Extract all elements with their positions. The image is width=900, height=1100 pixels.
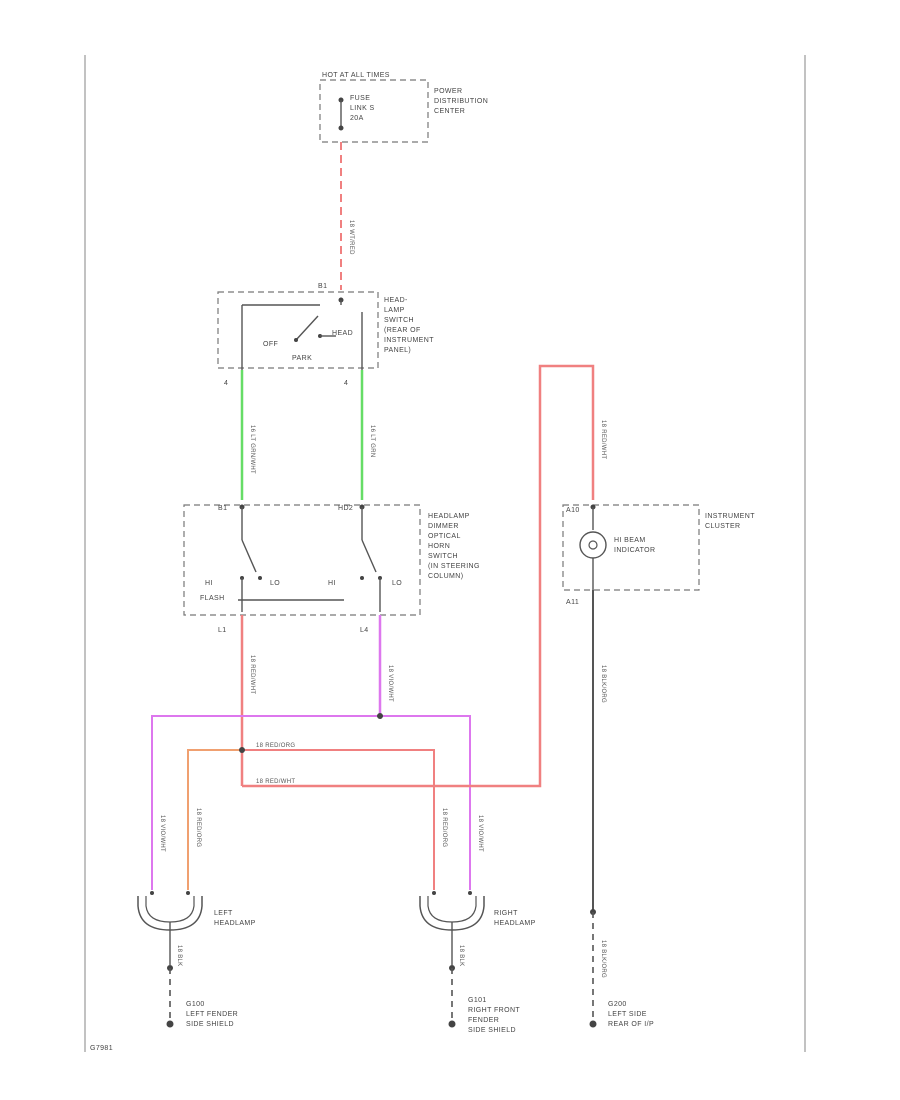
switch-pin-right: 4 xyxy=(344,380,348,387)
ground-right-1: G101 xyxy=(468,997,487,1004)
switch-terminal-b1: B1 xyxy=(318,283,327,290)
ground-right-4: SIDE SHIELD xyxy=(468,1027,516,1034)
cluster-loc-2: CLUSTER xyxy=(705,523,740,530)
wire-label-sw-right: 16 LT GRN xyxy=(369,425,375,458)
switch-loc-6: PANEL) xyxy=(384,347,411,354)
dimmer-pin-l1: L1 xyxy=(218,627,227,634)
ground-cluster-3: REAR OF I/P xyxy=(608,1021,654,1028)
splice-violet xyxy=(377,713,383,719)
right-headlamp-name-1: RIGHT xyxy=(494,910,518,917)
wire-indicator-feed xyxy=(242,364,595,788)
switch-loc-2: LAMP xyxy=(384,307,405,314)
fuse-hot-label: HOT AT ALL TIMES xyxy=(322,72,390,79)
hi-beam-lamp-icon xyxy=(579,531,607,559)
switch-loc-4: (REAR OF xyxy=(384,327,421,334)
left-headlamp-name-1: LEFT xyxy=(214,910,233,917)
splice-red xyxy=(239,747,245,753)
dimmer-hi-left: HI xyxy=(205,580,213,587)
ground-left-3: SIDE SHIELD xyxy=(186,1021,234,1028)
wire-label-dim-right: 18 VIO/WHT xyxy=(387,665,393,702)
dimmer-pin-l4: L4 xyxy=(360,627,369,634)
wire-label-lh-orange: 18 RED/ORG xyxy=(195,808,201,847)
headlamp-switch: B1 OFF HEAD PARK 4 4 HEAD- LAMP SWITCH (… xyxy=(217,283,434,387)
wire-label-indicator-ground: 18 BLK/ORG xyxy=(600,665,606,703)
pdc-label-1: POWER xyxy=(434,88,462,95)
dimmer-terminal-left: B1 xyxy=(218,505,227,512)
wire-label-rh-ground: 18 BLK xyxy=(458,945,464,966)
wire-orange-splice xyxy=(187,749,242,890)
instrument-cluster: A10 HI BEAM INDICATOR INSTRUMENT CLUSTER… xyxy=(562,504,755,606)
dimmer-loc-1: HEADLAMP xyxy=(428,513,470,520)
switch-loc-5: INSTRUMENT xyxy=(384,337,434,344)
wire-label-cl-ground: 18 BLK/ORG xyxy=(600,940,606,978)
footer-code: G7981 xyxy=(90,1045,113,1052)
ground-right-3: FENDER xyxy=(468,1017,499,1024)
left-headlamp: LEFT HEADLAMP xyxy=(137,891,256,965)
dimmer-switch: B1 HD2 HI LO HI LO FLASH L1 L4 HEADLAMP … xyxy=(183,504,480,634)
ground-right-icon xyxy=(448,1020,456,1028)
switch-loc-1: HEAD- xyxy=(384,297,408,304)
ground-right-2: RIGHT FRONT xyxy=(468,1007,520,1014)
left-headlamp-name-2: HEADLAMP xyxy=(214,920,256,927)
cluster-pin-a10: A10 xyxy=(566,507,580,514)
right-headlamp-name-2: HEADLAMP xyxy=(494,920,536,927)
ground-left-1: G100 xyxy=(186,1001,205,1008)
fuse-name-label: FUSE xyxy=(350,95,370,102)
dimmer-terminal-right: HD2 xyxy=(338,505,353,512)
pdc-label-3: CENTER xyxy=(434,108,465,115)
cluster-pin-a11: A11 xyxy=(566,599,579,606)
wire-label-lh-violet: 18 VIO/WHT xyxy=(159,815,165,852)
switch-pos-park: PARK xyxy=(292,355,312,362)
switch-pin-left: 4 xyxy=(224,380,228,387)
ground-left-2: LEFT FENDER xyxy=(186,1011,238,1018)
wire-label-sw-left: 16 LT GRN/WHT xyxy=(249,425,255,474)
wire-label-rh-orange: 18 RED/ORG xyxy=(441,808,447,847)
dimmer-loc-6: (IN STEERING xyxy=(428,563,480,570)
wire-label-lh-ground: 18 BLK xyxy=(176,945,182,966)
dimmer-hi-right: HI xyxy=(328,580,336,587)
ground-cluster-icon xyxy=(589,1020,597,1028)
dimmer-loc-4: HORN xyxy=(428,543,450,550)
fuse-rating-label: 20A xyxy=(350,115,364,122)
pdc-label-2: DISTRIBUTION xyxy=(434,98,488,105)
dimmer-lo-right: LO xyxy=(392,580,402,587)
dimmer-flash: FLASH xyxy=(200,595,225,602)
switch-pos-head: HEAD xyxy=(332,330,353,337)
wire-red-splice xyxy=(242,749,435,890)
fuse-block: HOT AT ALL TIMES FUSE LINK S 20A POWER D… xyxy=(319,72,488,143)
dimmer-lo-left: LO xyxy=(270,580,280,587)
wire-label-indicator-feed: 18 RED/WHT xyxy=(600,420,606,459)
ground-cluster-2: LEFT SIDE xyxy=(608,1011,647,1018)
switch-loc-3: SWITCH xyxy=(384,317,414,324)
cluster-indicator-1: HI BEAM xyxy=(614,537,646,544)
dimmer-loc-3: OPTICAL xyxy=(428,533,461,540)
wire-label-dim-left: 18 RED/WHT xyxy=(249,655,255,694)
dimmer-loc-5: SWITCH xyxy=(428,553,458,560)
ground-left-icon xyxy=(166,1020,174,1028)
wire-label-splice-red: 18 RED/WHT xyxy=(256,779,295,785)
cluster-indicator-2: INDICATOR xyxy=(614,547,655,554)
ground-cluster-1: G200 xyxy=(608,1001,627,1008)
wire-label-splice-orange: 18 RED/ORG xyxy=(256,743,295,749)
fuse-link-label: LINK S xyxy=(350,105,375,112)
dimmer-loc-7: COLUMN) xyxy=(428,573,463,580)
wire-label-fuse-feed: 18 WT/RED xyxy=(348,220,354,255)
dimmer-loc-2: DIMMER xyxy=(428,523,459,530)
switch-pos-off: OFF xyxy=(263,341,278,348)
right-headlamp: RIGHT HEADLAMP xyxy=(419,891,536,965)
wire-label-rh-violet: 18 VIO/WHT xyxy=(477,815,483,852)
wire-violet-bus xyxy=(151,715,471,890)
cluster-loc-1: INSTRUMENT xyxy=(705,513,755,520)
